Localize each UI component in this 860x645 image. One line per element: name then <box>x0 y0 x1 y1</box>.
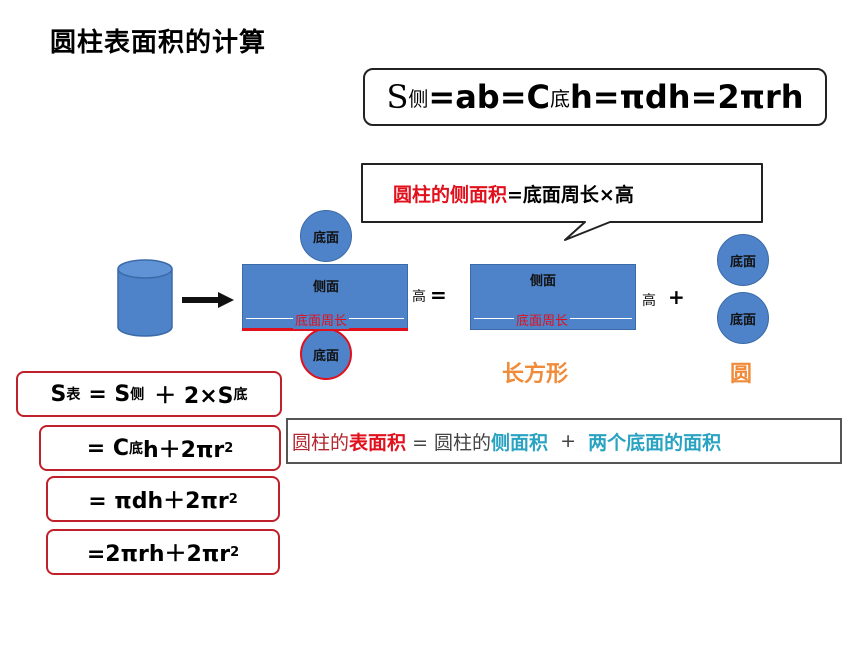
eq1-rest-sub: 底 <box>233 387 248 403</box>
perimeter-label: 底面周长 <box>293 310 350 329</box>
eq2-pre: = C <box>86 435 129 461</box>
callout-black-text: =底面周长×高 <box>507 184 634 206</box>
surface-area-summary: 圆柱的表面积 = 圆柱的侧面积 + 两个底面的面积 <box>286 418 842 464</box>
formula-part1: =ab=C <box>428 78 550 116</box>
eq2-sup: 2 <box>224 440 234 456</box>
plus-sign: + <box>668 285 685 309</box>
height-label: 高 <box>412 289 426 305</box>
eq1-rest: ＋ 2×S <box>154 384 234 409</box>
summary-p5: + <box>548 430 589 452</box>
eq4-sup: 2 <box>230 544 240 560</box>
eq2-post: h＋2πr <box>142 438 225 463</box>
base-circle-top: 底面 <box>300 210 352 262</box>
circle-top-label: 底面 <box>729 254 756 270</box>
equals-sign: = <box>430 283 447 307</box>
perimeter-red-line <box>242 328 408 331</box>
callout-text: 圆柱的侧面积=底面周长×高 <box>393 180 634 207</box>
eq1-s-sub: 表 <box>66 387 81 403</box>
cylinder-icon <box>117 259 173 337</box>
rectangle-name: 长方形 <box>502 362 569 387</box>
circle-bottom: 底面 <box>717 292 769 344</box>
eq1-mid: = S <box>88 381 131 407</box>
eq1-s: S <box>50 381 67 407</box>
rectangle-perimeter-label: 底面周长 <box>514 310 571 329</box>
eq1-mid-sub: 侧 <box>130 387 145 403</box>
base-circle-bottom-label: 底面 <box>312 348 339 364</box>
callout-red-text: 圆柱的侧面积 <box>393 184 508 206</box>
summary-p1: 圆柱的 <box>292 431 350 454</box>
formula-part2: h=πdh=2πrh <box>569 78 804 116</box>
formula-s-sub: 侧 <box>408 86 429 111</box>
eq3-pre: = πdh＋2πr <box>88 489 229 514</box>
rectangle-height-label: 高 <box>642 293 656 309</box>
base-circle-top-label: 底面 <box>312 230 339 246</box>
lateral-label: 侧面 <box>313 280 340 295</box>
arrow-right-icon <box>182 292 234 308</box>
base-circle-bottom: 底面 <box>300 328 352 380</box>
circle-name: 圆 <box>730 362 753 387</box>
circle-bottom-label: 底面 <box>729 312 756 328</box>
summary-p4: 侧面积 <box>491 431 549 454</box>
eq2-sub: 底 <box>128 441 143 457</box>
eq3-sup: 2 <box>228 491 238 507</box>
summary-p2: 表面积 <box>349 431 407 454</box>
circle-top: 底面 <box>717 234 769 286</box>
summary-p6: 两个底面的面积 <box>588 431 722 454</box>
eq4-pre: =2πrh＋2πr <box>86 542 231 567</box>
rectangle-lateral-label: 侧面 <box>530 274 557 289</box>
callout-bubble <box>361 163 763 241</box>
summary-p3: = 圆柱的 <box>406 431 492 454</box>
formula-c-sub: 底 <box>549 86 570 111</box>
formula-s: S <box>386 78 409 116</box>
page-title: 圆柱表面积的计算 <box>50 28 267 58</box>
